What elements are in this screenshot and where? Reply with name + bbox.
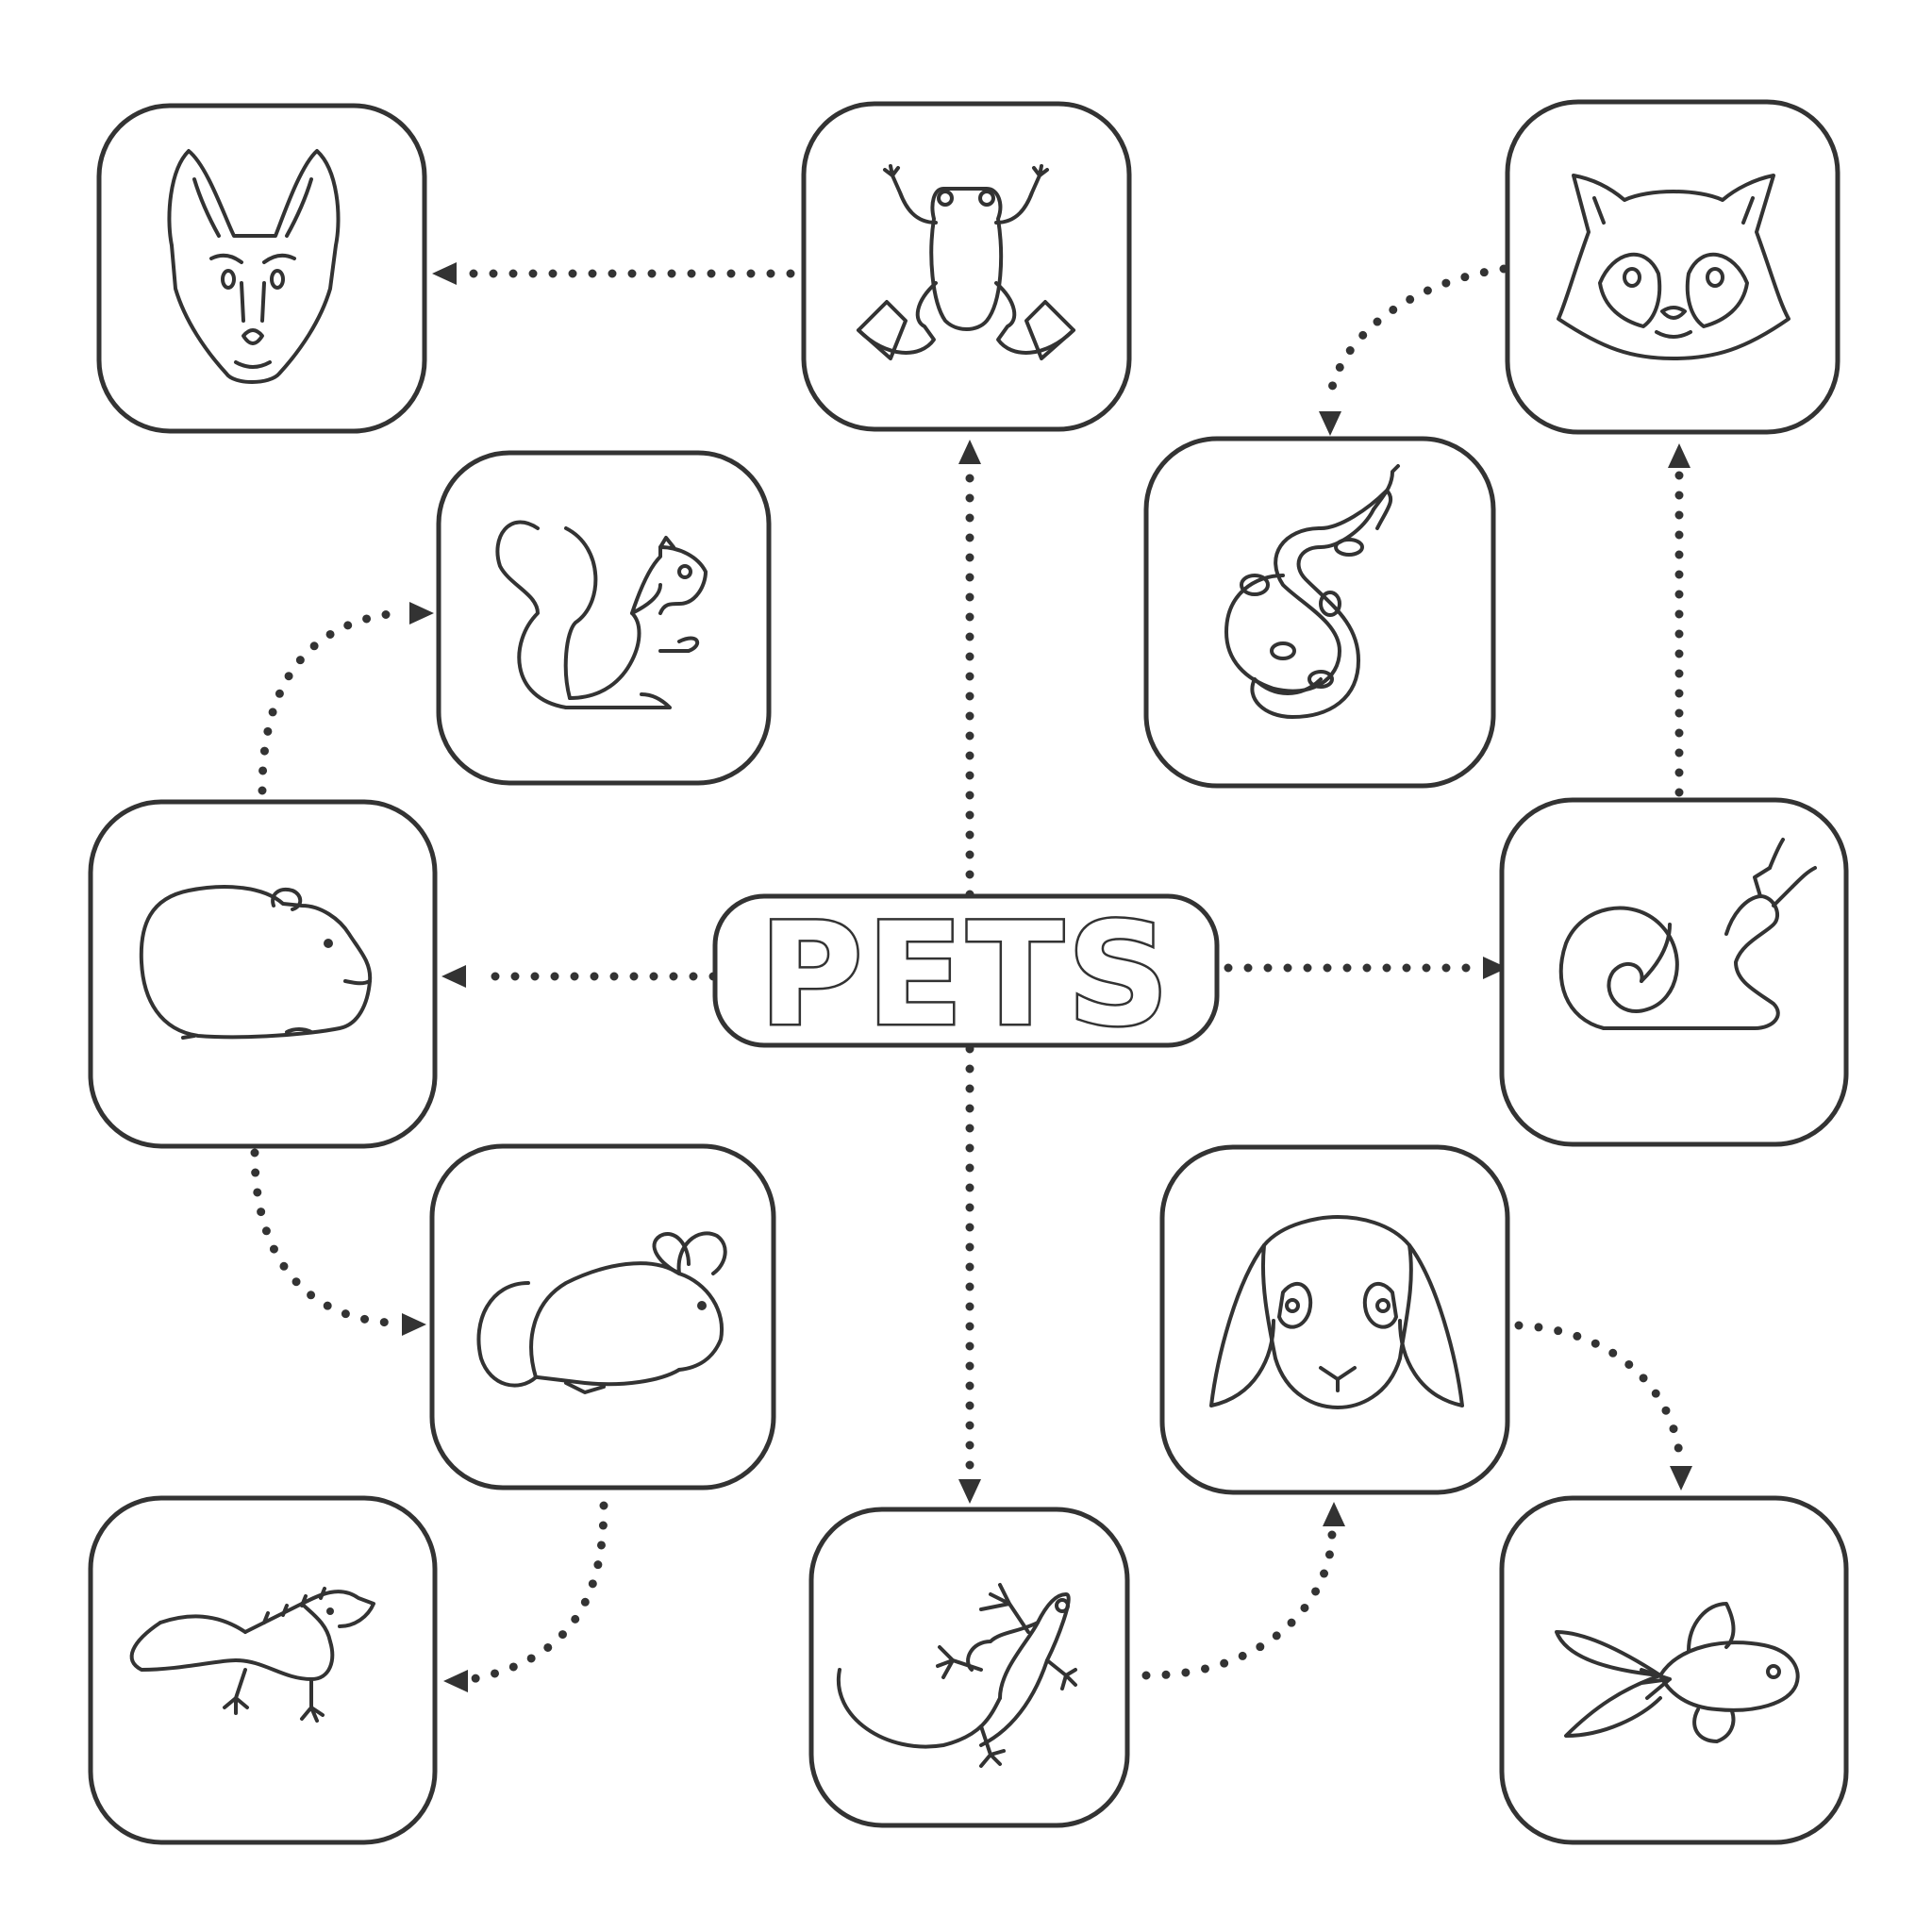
goldfish-icon [1555, 1602, 1800, 1743]
goldfish-box [1499, 1495, 1849, 1845]
node-raccoon [1505, 99, 1840, 435]
snake-box [1143, 436, 1496, 789]
node-snake [1143, 436, 1496, 789]
rabbit-icon [1209, 1215, 1464, 1409]
node-iguana [88, 1495, 438, 1845]
node-goldfish [1499, 1495, 1849, 1845]
snail-box [1499, 797, 1849, 1147]
pets-title-box [712, 893, 1220, 1048]
arrow-to-dog [432, 262, 457, 285]
node-squirrel [436, 450, 772, 786]
dog-box [96, 103, 427, 434]
lizard-icon [836, 1583, 1077, 1768]
edge-hamster-chinchilla [250, 1148, 393, 1327]
raccoon-box [1505, 99, 1840, 435]
arrow-to-snake [1319, 411, 1341, 436]
edge-chinchilla-iguana [467, 1501, 608, 1684]
hamster-box [88, 799, 438, 1149]
edge-hamster-squirrel [258, 608, 401, 795]
arrow-to-rabbit [1323, 1502, 1345, 1526]
arrow-to-hamster [441, 965, 466, 988]
chinchilla-icon [476, 1231, 727, 1394]
node-dog [96, 103, 427, 434]
connectors [250, 262, 1692, 1692]
frog-box [801, 101, 1132, 432]
node-snail [1499, 797, 1849, 1147]
node-rabbit [1159, 1144, 1510, 1495]
node-lizard [808, 1507, 1130, 1828]
arrow-to-squirrel [409, 602, 434, 625]
edge-rabbit-goldfish [1514, 1321, 1684, 1457]
arrow-to-goldfish [1670, 1466, 1692, 1491]
dog-icon [167, 149, 341, 384]
arrow-to-iguana [443, 1670, 468, 1692]
node-frog [801, 101, 1132, 432]
squirrel-box [436, 450, 772, 786]
hamster-icon [139, 885, 373, 1040]
edge-raccoon-snake [1325, 264, 1508, 401]
arrow-to-frog [958, 440, 981, 464]
iguana-box [88, 1495, 438, 1845]
raccoon-icon [1557, 174, 1790, 360]
arrow-to-lizard [958, 1479, 981, 1504]
snail-icon [1558, 838, 1817, 1030]
central-node-pets: PETS [712, 891, 1220, 1060]
node-hamster [88, 799, 438, 1149]
rabbit-box [1159, 1144, 1510, 1495]
node-chinchilla [429, 1143, 776, 1491]
chinchilla-box [429, 1143, 776, 1491]
arrow-to-chinchilla [402, 1313, 426, 1336]
arrow-to-snail [1483, 957, 1507, 979]
arrow-to-raccoon [1668, 443, 1690, 468]
squirrel-icon [495, 520, 708, 709]
pets-title: PETS [759, 893, 1174, 1058]
frog-icon [857, 164, 1075, 360]
iguana-icon [129, 1587, 375, 1723]
edge-lizard-rabbit [1141, 1529, 1337, 1680]
snake-icon [1224, 464, 1400, 719]
